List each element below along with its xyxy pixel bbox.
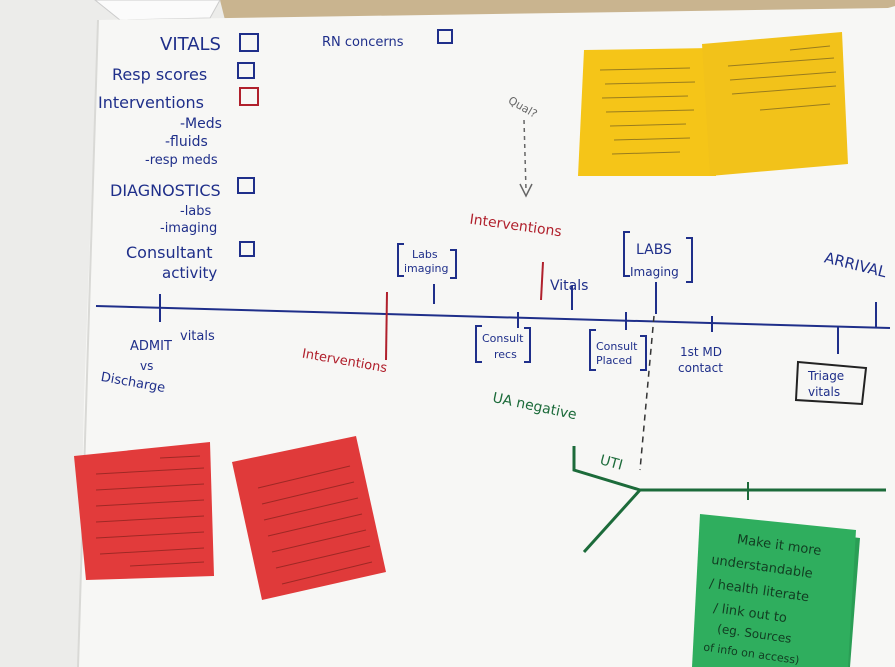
vitals-top-label: Vitals: [550, 278, 588, 294]
checklist-imaging: -imaging: [160, 221, 217, 236]
checklist-labs: -labs: [180, 204, 212, 219]
consult-placed-bracket: Consult Placed: [589, 329, 647, 371]
checklist-meds: -Meds: [180, 116, 222, 132]
contact-label: contact: [678, 361, 723, 375]
consult-placed-text: Consult: [596, 340, 638, 353]
red-sticky-notes: [74, 436, 386, 600]
timeline-line: [95, 305, 891, 329]
dashed-divider: [639, 315, 655, 471]
green-sticky-notes: Make it more understandable / health lit…: [692, 514, 860, 667]
red-note-scribble: [95, 455, 373, 585]
red-note-1: [74, 442, 214, 580]
yellow-sticky-notes: [578, 32, 848, 176]
vitals-text: vitals: [808, 385, 840, 399]
paper-corner: [94, 0, 221, 21]
placed-text: Placed: [596, 354, 632, 367]
vitals-bottom-label: vitals: [180, 329, 215, 344]
arrow-head-icon: [519, 183, 533, 198]
checklist-resp-meds: -resp meds: [145, 153, 218, 168]
consult-text: Consult: [482, 332, 524, 345]
first-md-label: 1st MD: [680, 345, 722, 359]
paper-edge: [77, 19, 99, 667]
vs-label: vs: [140, 359, 153, 373]
admit-label: ADMIT: [130, 339, 172, 354]
yellow-note-2: [702, 32, 848, 176]
consult-recs-bracket: Consult recs: [475, 325, 531, 363]
interventions-marker: [385, 291, 388, 361]
dashed-arrow: [523, 119, 527, 191]
labs-caps-text: LABS: [636, 242, 672, 258]
timeline-ticks: [159, 282, 877, 354]
uti-label: UTI: [598, 452, 624, 473]
checkbox-icon: [239, 33, 259, 52]
triage-vitals-box: Triage vitals: [794, 360, 868, 406]
checklist-interventions: Interventions: [98, 93, 204, 112]
checkbox-icon: [437, 29, 453, 44]
checkbox-icon: [237, 62, 255, 79]
checklist-activity: activity: [162, 264, 217, 282]
labs-caps-bracket: LABS Imaging: [623, 231, 693, 283]
recs-text: recs: [494, 348, 517, 361]
imaging-caps-text: Imaging: [630, 265, 679, 279]
checklist-fluids: -fluids: [165, 134, 208, 150]
labs-text: Labs: [412, 248, 438, 261]
paper-stack: [0, 0, 225, 667]
checklist-diagnostics: DIAGNOSTICS: [110, 181, 221, 200]
checkbox-icon: [239, 87, 259, 106]
imaging-text: imaging: [404, 262, 449, 275]
checklist-resp-scores: Resp scores: [112, 65, 207, 84]
checkbox-icon: [239, 241, 255, 257]
checklist-consultant: Consultant: [126, 243, 213, 262]
interventions-marker: [540, 261, 544, 301]
checklist-vitals: VITALS: [160, 34, 221, 55]
green-branch: [572, 446, 886, 554]
checkbox-icon: [237, 177, 255, 194]
yellow-note-scribble: [599, 45, 837, 155]
labs-imaging-bracket: Labs imaging: [397, 243, 457, 279]
yellow-note-1: [578, 48, 716, 176]
checklist: VITALS Resp scores Interventions -Meds -…: [98, 33, 259, 282]
triage-text: Triage: [807, 369, 844, 383]
red-note-2: [232, 436, 386, 600]
rn-concerns-label: RN concerns: [322, 35, 404, 50]
green-note-front: [692, 514, 856, 667]
